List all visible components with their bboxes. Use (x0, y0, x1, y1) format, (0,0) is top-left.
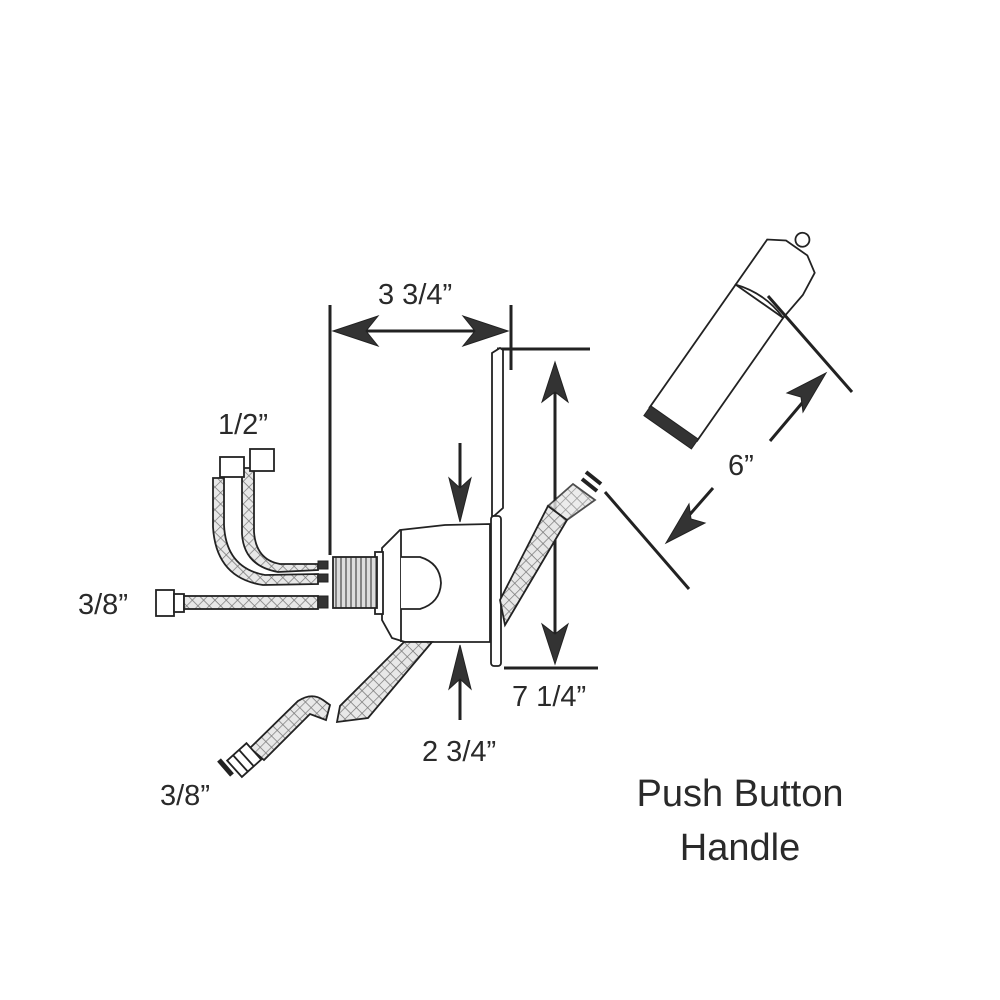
outlet-label: 3/8” (160, 780, 210, 812)
side-supply-label: 3/8” (78, 589, 128, 621)
arrow-down-icon (541, 622, 569, 666)
arrow-up-icon (448, 644, 472, 691)
body-height-label: 2 3/4” (422, 736, 496, 768)
valve-body (332, 523, 491, 643)
arrow-down-icon (448, 476, 472, 523)
arrow-up-icon (541, 360, 569, 404)
title-line-2: Handle (680, 827, 800, 869)
depth-dimension (328, 305, 513, 555)
handle-length-dimension (603, 295, 854, 590)
arrow-down-left-icon (664, 502, 707, 545)
height-label: 7 1/4” (512, 681, 586, 713)
arrow-up-right-icon (785, 371, 828, 414)
top-supply-hoses (212, 448, 329, 586)
wall-plate (490, 346, 504, 667)
arrow-right-icon (461, 314, 510, 348)
depth-label: 3 3/4” (378, 279, 452, 311)
body-height-dimension (448, 443, 472, 720)
handle-length-label: 6” (728, 450, 754, 482)
arrow-left-icon (331, 314, 380, 348)
height-dimension (497, 347, 598, 670)
top-supply-label: 1/2” (218, 409, 268, 441)
title-line-1: Push Button (636, 773, 843, 815)
lower-outlet-hose (217, 641, 434, 779)
outlet-hose (499, 470, 603, 628)
push-button-handle (643, 231, 816, 450)
side-supply-hose (155, 589, 329, 617)
